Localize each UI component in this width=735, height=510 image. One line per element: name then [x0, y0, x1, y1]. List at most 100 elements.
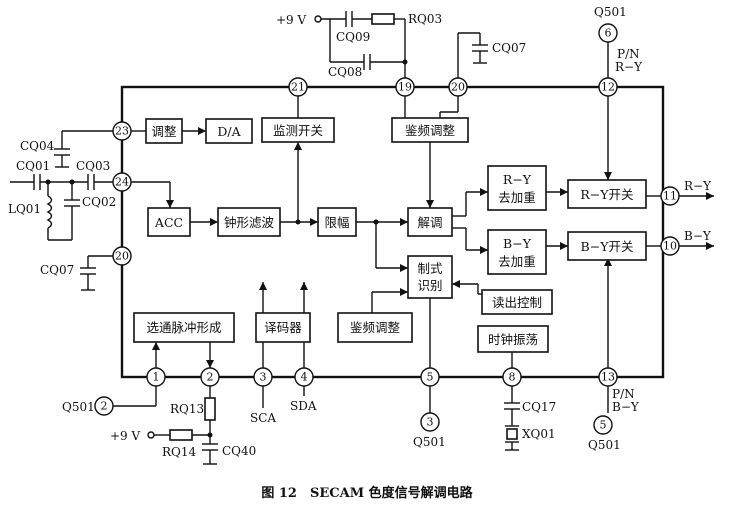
cq08-label: CQ08: [328, 65, 362, 79]
pin-19-number: 19: [398, 81, 412, 94]
q501-left-label: Q501: [62, 400, 95, 414]
rq13-label: RQ13: [170, 402, 204, 416]
pin-11-number: 11: [663, 190, 677, 203]
pn-by-bottom-label: B−Y: [612, 400, 640, 414]
block-by-qujiazhong: [487, 229, 547, 275]
q501-top-connection: Q501 6 P/N R−Y: [594, 5, 643, 78]
block-ry-qujiazhong-line2: 去加重: [498, 190, 536, 205]
block-duchu-kongzhi-label: 读出控制: [492, 295, 542, 310]
output-by-label: B−Y: [684, 229, 712, 243]
rq03-label: RQ03: [408, 12, 442, 26]
pin-20-top: [448, 77, 468, 97]
block-by-qujiazhong-line1: B−Y: [503, 236, 532, 251]
output-ry-label: R−Y: [684, 179, 712, 193]
pin-23-number: 23: [115, 125, 129, 138]
cq07-top-label: CQ07: [492, 41, 526, 55]
block-acc: [147, 207, 191, 237]
block-jianpin-bottom-label: 鉴频调整: [350, 320, 401, 335]
pin-24-number: 24: [115, 176, 129, 189]
block-zhongxing-lvbo-label: 钟形滤波: [224, 215, 275, 230]
ic-boundary: [120, 85, 665, 379]
block-ry-qujiazhong: [487, 165, 547, 211]
block-acc-label: ACC: [154, 215, 183, 230]
sda-label: SDA: [290, 399, 317, 413]
rq14-label: RQ14: [162, 445, 197, 459]
figure-caption: 图 12 SECAM 色度信号解调电路: [261, 485, 473, 501]
block-by-kaiguan: [567, 231, 647, 261]
lq01-label: LQ01: [8, 202, 41, 216]
pin-19: [395, 77, 415, 97]
pin-20-left-number: 20: [115, 250, 129, 263]
internal-wiring: [131, 96, 714, 368]
function-blocks: 调整 D/A 监测开关 鉴频调整 ACC 钟形滤波 限幅 解调 R−Y 去加重 …: [133, 117, 647, 353]
pin-2-number: 2: [207, 371, 214, 384]
pin-10: [660, 236, 680, 256]
cq07-left-label: CQ07: [40, 263, 74, 277]
block-da-label: D/A: [217, 124, 241, 139]
block-xianfu-label: 限幅: [324, 215, 349, 230]
xq01-crystal: [506, 428, 518, 440]
block-ry-kaiguan-label: R−Y开关: [580, 187, 633, 202]
block-zhongxing-lvbo: [217, 207, 281, 237]
pin-4-number: 4: [301, 371, 308, 384]
pn-ry-bottom-label: R−Y: [615, 60, 643, 74]
block-zhishi-shibie-line2: 识别: [417, 278, 442, 293]
q501-top-label: Q501: [594, 5, 627, 19]
pin-12: [598, 77, 618, 97]
rq03-resistor: [371, 13, 395, 25]
lq01-inductor: [46, 195, 53, 229]
vcc-bottom-terminal: [147, 431, 155, 439]
ic-pins: 21 19 20 12 23 24 20 11 10 1 2 3 4 5 8 1…: [112, 77, 680, 387]
block-jietiao: [407, 207, 453, 237]
sca-label: SCA: [250, 411, 276, 425]
pin-5-number: 5: [427, 371, 434, 384]
pin-20-top-number: 20: [451, 81, 465, 94]
bottom-external-network: Q501 2 RQ13 +9 V RQ14 CQ40 SCA SDA 3 Q50…: [62, 386, 640, 465]
pin-13-number: 13: [601, 371, 615, 384]
block-tiaozheng: [145, 118, 183, 144]
q501-b13-label: Q501: [588, 438, 621, 452]
pn-ry-top-label: P/N: [617, 47, 640, 61]
block-jianpin-top: [391, 117, 469, 143]
pin-10-number: 10: [663, 240, 677, 253]
block-jiance-kaiguan: [261, 117, 335, 143]
block-xuantong-maichong-label: 选通脉冲形成: [146, 320, 221, 335]
xq01-label: XQ01: [522, 427, 556, 441]
cq09-label: CQ09: [336, 30, 370, 44]
block-jianpin-top-label: 鉴频调整: [405, 123, 456, 138]
pin-21-number: 21: [291, 81, 305, 94]
pin-24: [112, 172, 132, 192]
cq01-label: CQ01: [16, 159, 50, 173]
vcc-top-terminal: [314, 15, 322, 23]
cq04-label: CQ04: [20, 139, 55, 153]
block-jietiao-label: 解调: [417, 215, 442, 230]
block-shizhong-zhendang: [477, 325, 549, 353]
block-xianfu: [317, 207, 357, 237]
q501-pin-2-number: 2: [101, 400, 108, 413]
top-rc-network: +9 V RQ03 CQ09 CQ08 CQ07: [276, 11, 526, 79]
block-zhishi-shibie: [407, 255, 453, 299]
pn-by-top-label: P/N: [612, 387, 635, 401]
q501-pin-3: [420, 412, 440, 432]
q501-pin-3-number: 3: [427, 416, 434, 429]
cq03-label: CQ03: [76, 159, 110, 173]
block-by-kaiguan-label: B−Y开关: [581, 239, 634, 254]
block-tiaozheng-label: 调整: [151, 124, 177, 139]
pin-11: [660, 186, 680, 206]
pin-8-number: 8: [509, 371, 516, 384]
block-shizhong-zhendang-label: 时钟振荡: [488, 332, 538, 347]
cq02-label: CQ02: [82, 195, 116, 209]
block-yimaqi: [255, 312, 311, 343]
pin-12-number: 12: [601, 81, 615, 94]
pin-20-left: [112, 246, 132, 266]
q501-b5-label: Q501: [413, 435, 446, 449]
pin-21: [288, 77, 308, 97]
block-zhishi-shibie-line1: 制式: [417, 261, 443, 276]
block-yimaqi-label: 译码器: [264, 320, 302, 335]
pin-23: [112, 121, 132, 141]
block-xuantong-maichong: [133, 312, 235, 343]
block-da: [205, 118, 253, 144]
block-jianpin-bottom: [337, 312, 413, 343]
